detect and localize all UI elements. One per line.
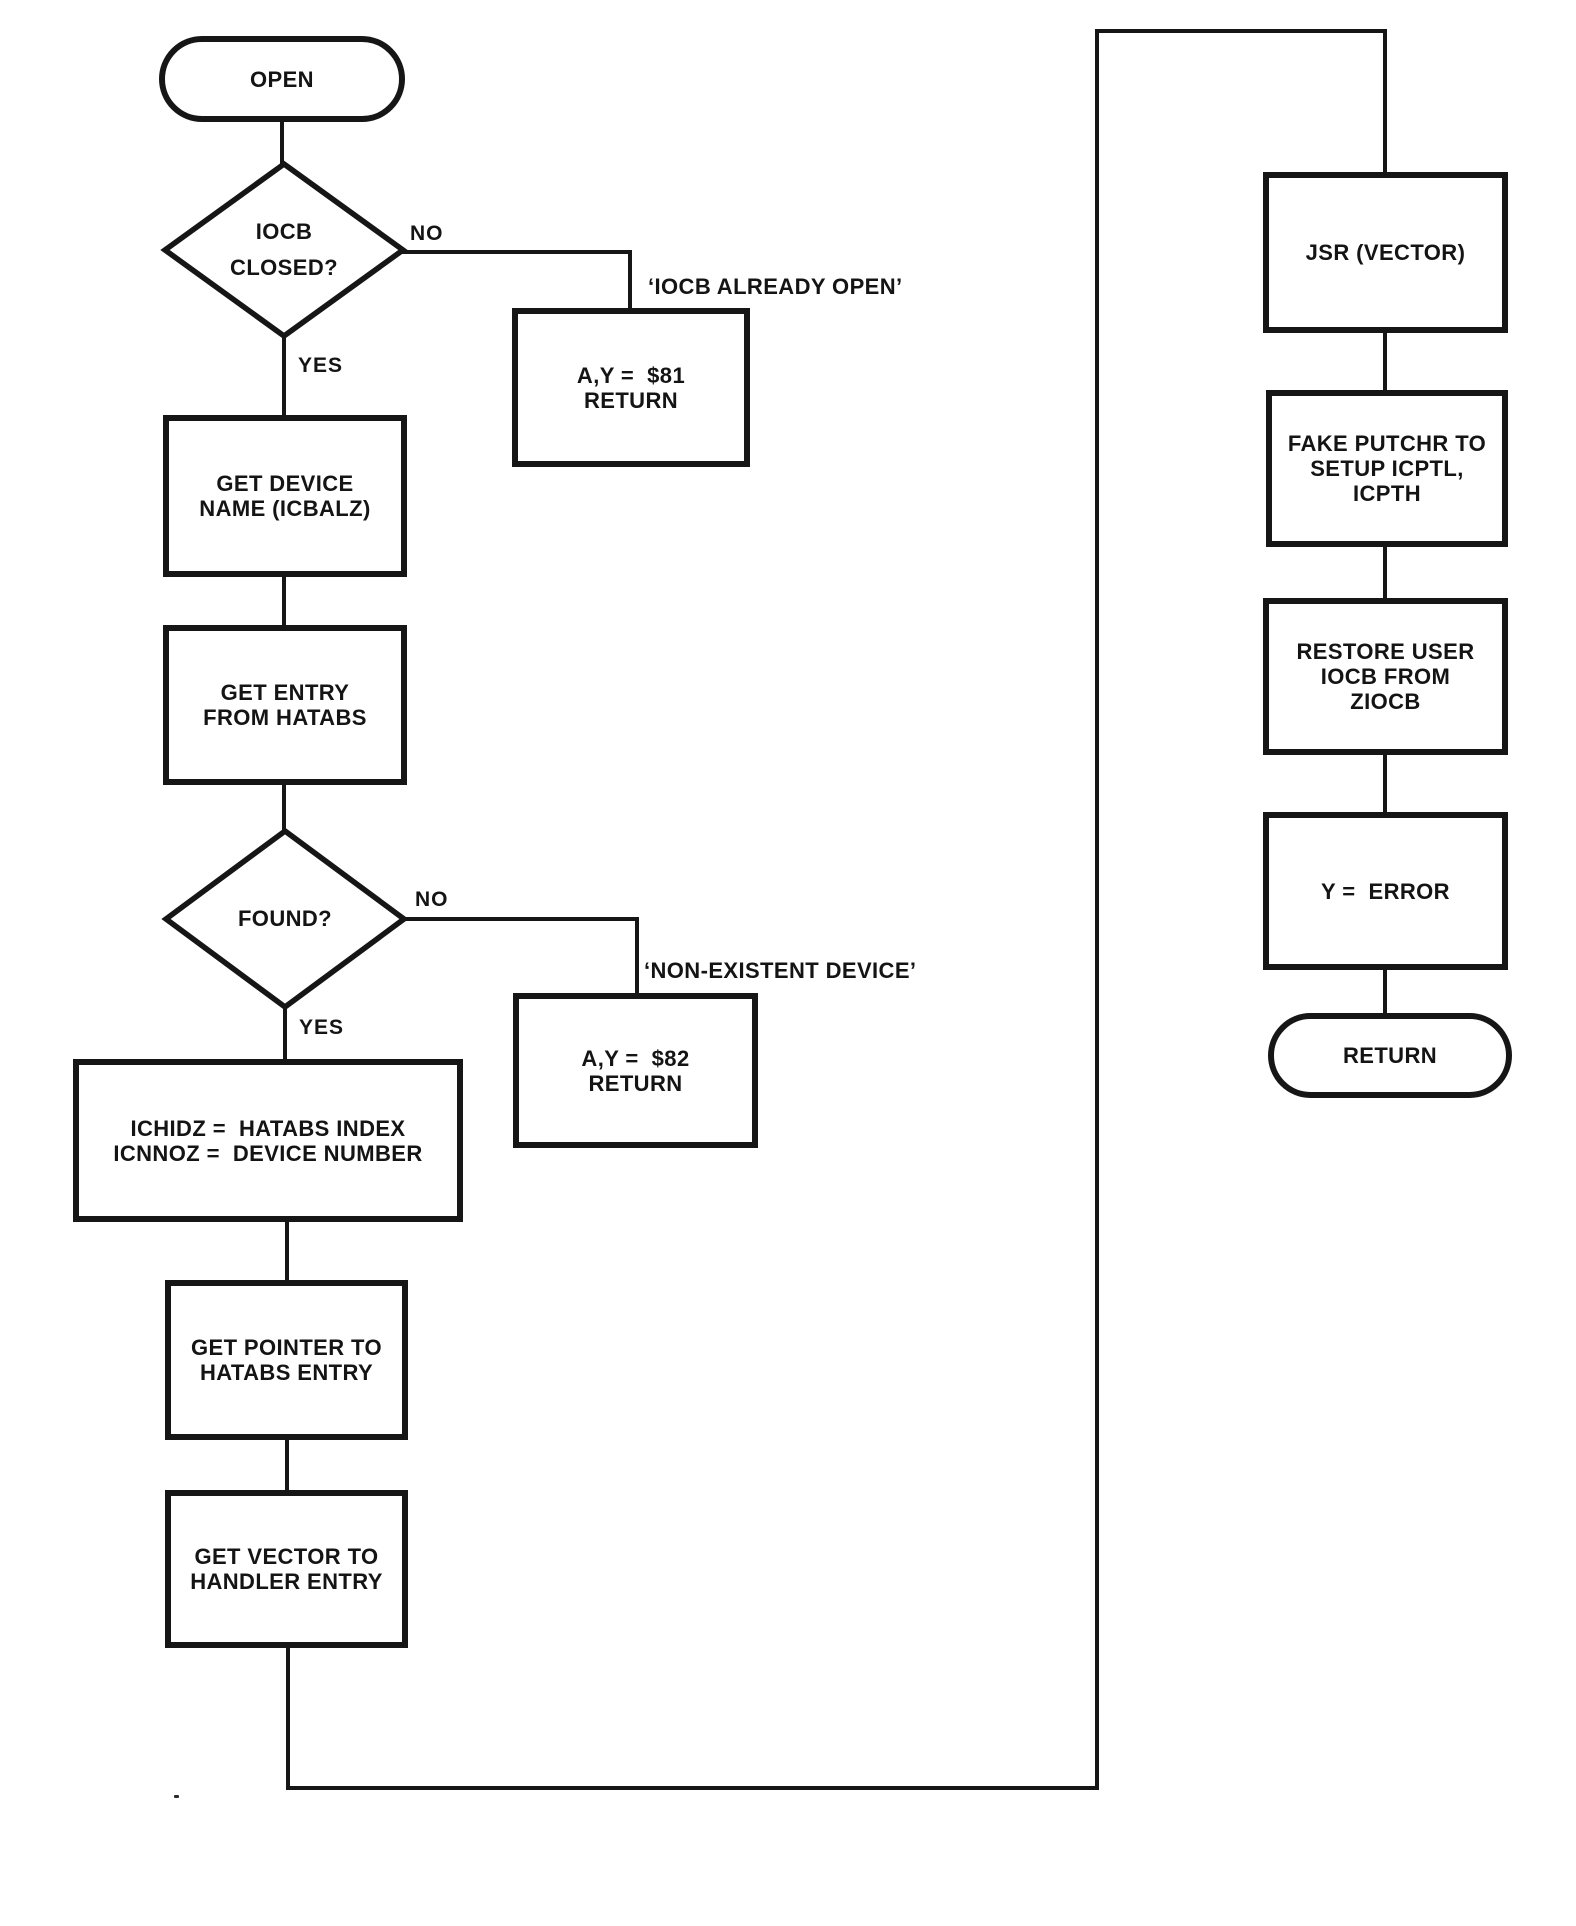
process-jsr-vector: JSR (VECTOR): [1263, 172, 1508, 333]
process-fake-putchr: FAKE PUTCHR TO SETUP ICPTL, ICPTH: [1266, 390, 1508, 547]
edge-found-no: [404, 917, 639, 996]
process-get-device-name: GET DEVICE NAME (ICBALZ): [163, 415, 407, 577]
process-get-vector-label: GET VECTOR TO HANDLER ENTRY: [190, 1544, 383, 1594]
terminal-open: OPEN: [159, 36, 405, 122]
process-already-open-result: A,Y = $81 RETURN: [512, 308, 750, 467]
process-jsr-vector-label: JSR (VECTOR): [1305, 240, 1466, 265]
branch-label-iocb-closed-yes: YES: [298, 354, 344, 377]
process-get-entry-hatabs-label: GET ENTRY FROM HATABS: [203, 680, 367, 730]
decision-iocb-closed-label: IOCB CLOSED?: [230, 219, 338, 280]
branch-label-found-no: NO: [415, 888, 449, 911]
decision-found-shape: [161, 827, 409, 1011]
edge-iocb-closed-no: [402, 250, 632, 311]
branch-label-iocb-closed-no: NO: [410, 222, 444, 245]
annotation-iocb-already-open: ‘IOCB ALREADY OPEN’: [648, 274, 903, 299]
process-get-entry-hatabs: GET ENTRY FROM HATABS: [163, 625, 407, 785]
terminal-open-label: OPEN: [250, 66, 314, 92]
process-restore-iocb: RESTORE USER IOCB FROM ZIOCB: [1263, 598, 1508, 755]
process-restore-iocb-label: RESTORE USER IOCB FROM ZIOCB: [1296, 639, 1475, 714]
decision-iocb-closed-shape: [160, 160, 408, 340]
process-nonexistent-result-label: A,Y = $82 RETURN: [581, 1045, 690, 1096]
branch-label-found-yes: YES: [299, 1016, 345, 1039]
annotation-nonexistent-device: ‘NON-EXISTENT DEVICE’: [644, 958, 917, 983]
process-get-vector: GET VECTOR TO HANDLER ENTRY: [165, 1490, 408, 1648]
process-nonexistent-result: A,Y = $82 RETURN: [513, 993, 758, 1148]
terminal-return-label: RETURN: [1342, 1043, 1438, 1068]
process-set-ids-label: ICHIDZ = HATABS INDEX ICNNOZ = DEVICE NU…: [113, 1115, 423, 1166]
edge-get-vector-loop-to-jsr: [286, 29, 1387, 1790]
process-already-open-result-label: A,Y = $81 RETURN: [576, 362, 686, 413]
process-get-pointer: GET POINTER TO HATABS ENTRY: [165, 1280, 408, 1440]
process-fake-putchr-label: FAKE PUTCHR TO SETUP ICPTL, ICPTH: [1287, 431, 1487, 506]
process-y-error: Y = ERROR: [1263, 812, 1508, 970]
process-set-ids: ICHIDZ = HATABS INDEX ICNNOZ = DEVICE NU…: [73, 1059, 463, 1222]
scan-artifact-dot: [174, 1795, 179, 1798]
decision-found-label: FOUND?: [237, 906, 333, 931]
process-get-device-name-label: GET DEVICE NAME (ICBALZ): [199, 471, 371, 521]
terminal-return: RETURN: [1268, 1013, 1512, 1098]
process-get-pointer-label: GET POINTER TO HATABS ENTRY: [191, 1335, 382, 1385]
process-y-error-label: Y = ERROR: [1321, 878, 1450, 904]
